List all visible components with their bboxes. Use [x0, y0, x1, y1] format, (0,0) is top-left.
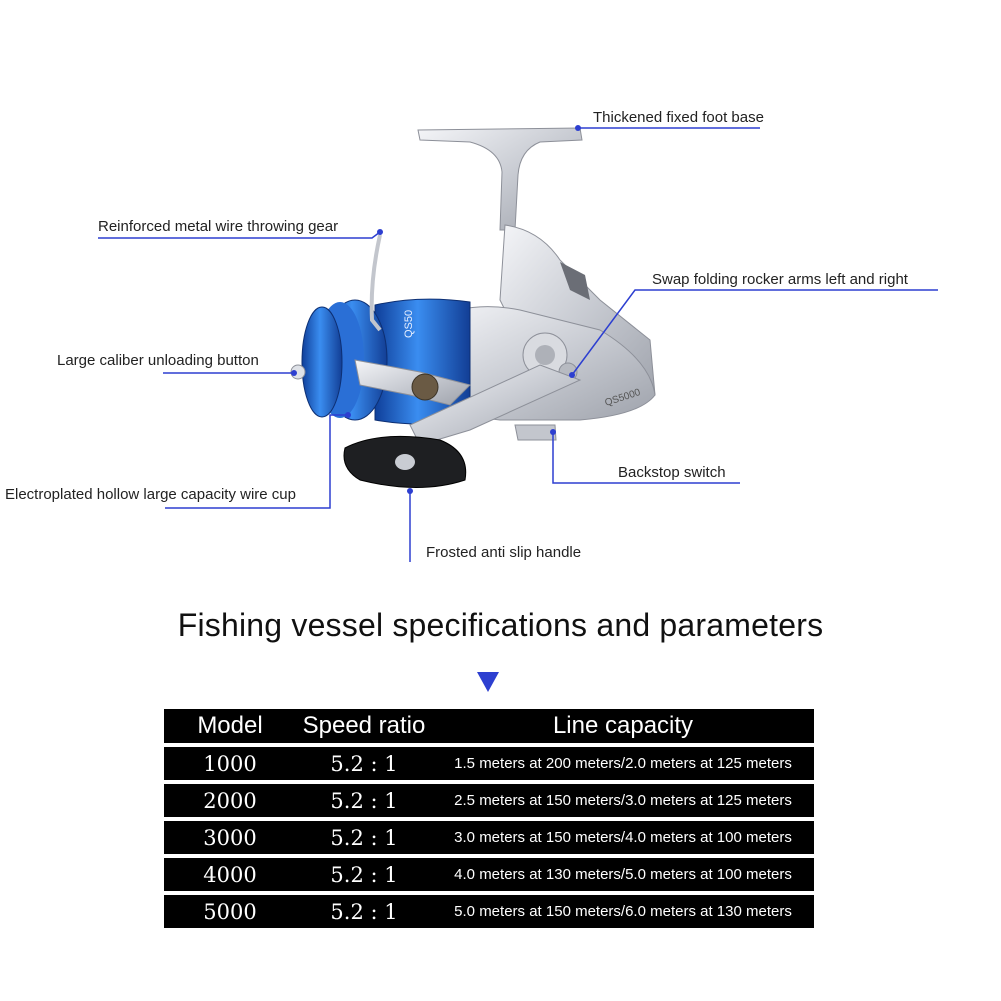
cell-speed-ratio: 5.2 : 1: [296, 895, 432, 928]
cell-line-capacity: 1.5 meters at 200 meters/2.0 meters at 1…: [432, 747, 814, 780]
table-row: 2000 5.2 : 1 2.5 meters at 150 meters/3.…: [164, 784, 814, 817]
bail-wire: [369, 234, 382, 332]
reel-diagram: QS5000 QS50: [98, 125, 938, 562]
header-model: Model: [164, 709, 296, 743]
table-row: 1000 5.2 : 1 1.5 meters at 200 meters/2.…: [164, 747, 814, 780]
callout-foot-base: Thickened fixed foot base: [593, 109, 764, 126]
backstop-shape: [514, 424, 557, 441]
section-title: Fishing vessel specifications and parame…: [177, 607, 824, 643]
cell-speed-ratio: 5.2 : 1: [296, 858, 432, 891]
leader-backstop: [552, 432, 740, 484]
cell-model: 1000: [164, 747, 296, 780]
cell-speed-ratio: 5.2 : 1: [296, 747, 432, 780]
triangle-down-icon: [477, 672, 499, 692]
cell-model: 4000: [164, 858, 296, 891]
callout-unload-button: Large caliber unloading button: [57, 352, 259, 369]
callout-handle: Frosted anti slip handle: [426, 544, 582, 561]
header-speed-ratio: Speed ratio: [296, 709, 432, 743]
leader-lines: [98, 127, 938, 562]
leader-wire-cup: [165, 414, 348, 509]
table-row: 4000 5.2 : 1 4.0 meters at 130 meters/5.…: [164, 858, 814, 891]
cell-speed-ratio: 5.2 : 1: [296, 784, 432, 817]
cell-line-capacity: 5.0 meters at 150 meters/6.0 meters at 1…: [432, 895, 814, 928]
leader-rocker-arms: [571, 289, 938, 376]
cell-line-capacity: 2.5 meters at 150 meters/3.0 meters at 1…: [432, 784, 814, 817]
leader-wire-gear: [98, 231, 381, 239]
callout-backstop: Backstop switch: [618, 464, 726, 481]
cell-speed-ratio: 5.2 : 1: [296, 821, 432, 854]
cell-model: 3000: [164, 821, 296, 854]
foot-base-shape: [417, 127, 583, 231]
cell-line-capacity: 3.0 meters at 150 meters/4.0 meters at 1…: [432, 821, 814, 854]
table-header-row: Model Speed ratio Line capacity: [164, 709, 814, 743]
header-line-capacity: Line capacity: [432, 709, 814, 743]
spool-model-text: QS50: [403, 310, 415, 338]
spec-table: Model Speed ratio Line capacity 1000 5.2…: [164, 705, 814, 932]
cell-model: 5000: [164, 895, 296, 928]
callout-rocker-arms: Swap folding rocker arms left and right: [652, 271, 908, 288]
callout-wire-cup: Electroplated hollow large capacity wire…: [5, 486, 296, 503]
callout-wire-gear: Reinforced metal wire throwing gear: [98, 218, 339, 235]
table-row: 3000 5.2 : 1 3.0 meters at 150 meters/4.…: [164, 821, 814, 854]
table-row: 5000 5.2 : 1 5.0 meters at 150 meters/6.…: [164, 895, 814, 928]
cell-model: 2000: [164, 784, 296, 817]
cell-line-capacity: 4.0 meters at 130 meters/5.0 meters at 1…: [432, 858, 814, 891]
